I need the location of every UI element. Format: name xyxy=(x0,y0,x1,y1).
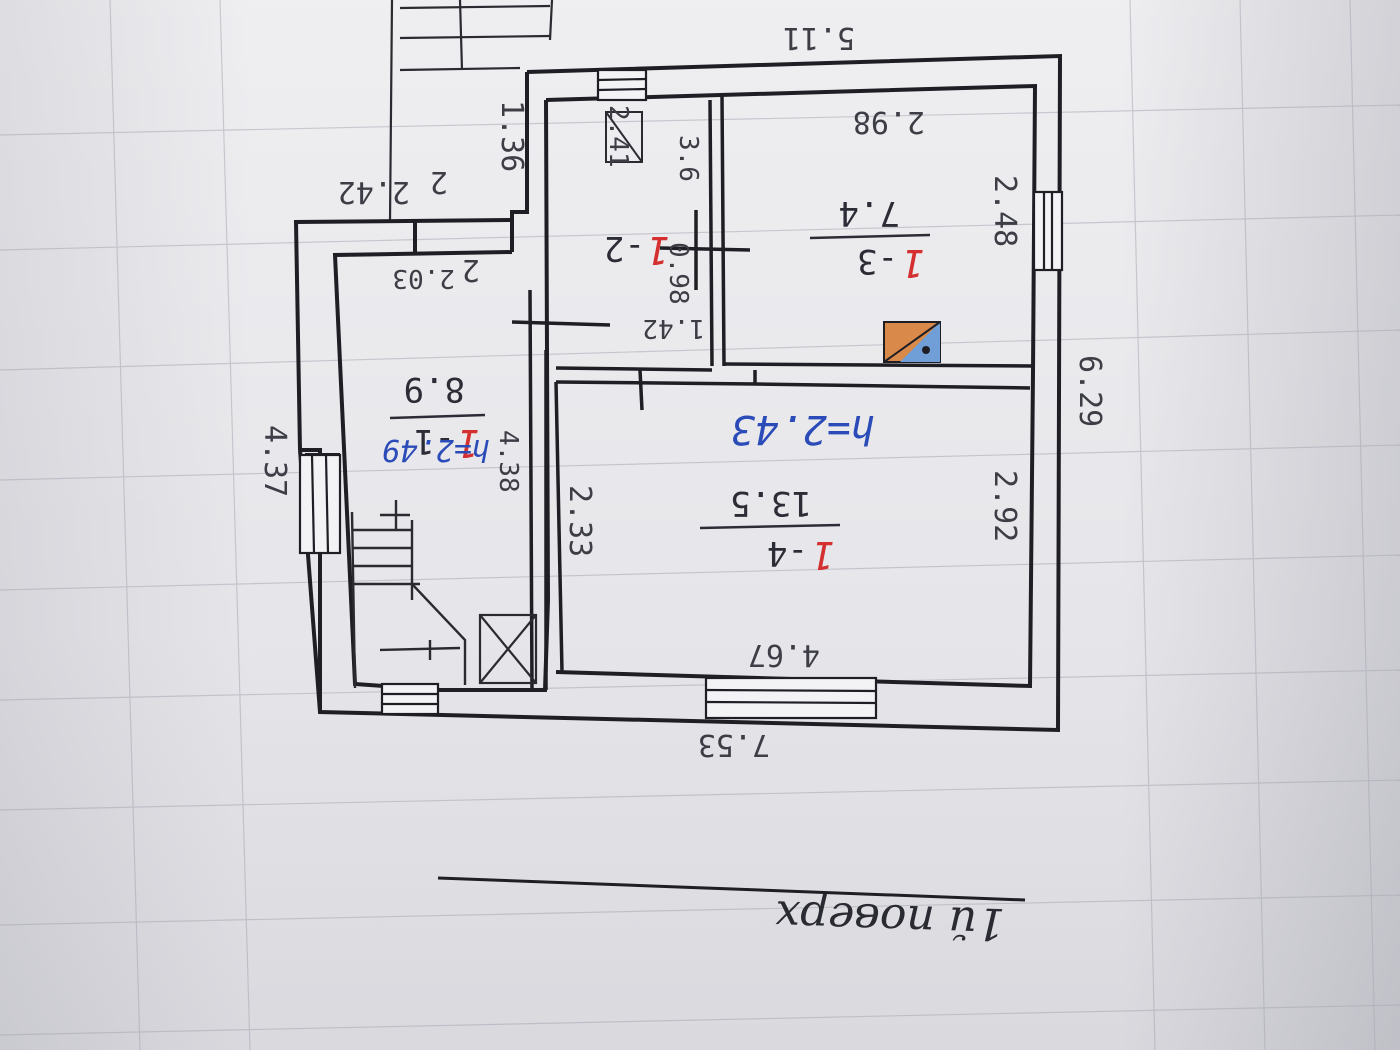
room-1-3-code: -3 xyxy=(857,241,898,281)
room-1-2-area: 3.6 xyxy=(673,135,703,182)
room-1-4-width: 4.67 xyxy=(748,637,820,672)
dim-top: 5.11 xyxy=(783,20,855,55)
main-ceiling-height: h=2.43 xyxy=(731,406,876,452)
room-1-3-label: 1 -3 7.4 xyxy=(809,193,931,285)
dim-top-left: 2.42 xyxy=(338,174,410,209)
room-1-1-height: 4.38 xyxy=(493,430,523,493)
left-ceiling-height: h=2.49 xyxy=(382,432,490,467)
room-1-4-code: -4 xyxy=(767,533,808,573)
room-1-3-prefix: 1 xyxy=(902,241,925,285)
floor-label-underline xyxy=(437,876,1026,902)
partitions xyxy=(511,95,1034,691)
labels: 1 -1 8.9 h=2.49 2.03 4.38 1 -2 1.42 3.6 … xyxy=(257,20,1107,949)
room-1-3-width: 2.98 xyxy=(853,104,925,139)
interior-staircase xyxy=(350,500,467,689)
room-1-2-prefix: 1 xyxy=(647,228,670,272)
dim-left: 4.37 xyxy=(257,425,292,497)
room-1-2-label: 1 -2 xyxy=(604,228,670,272)
room-1-1-prefix: 1 xyxy=(457,421,480,465)
dim-left-upper: 1.36 xyxy=(494,100,529,172)
room-1-2-width: 1.42 xyxy=(642,313,705,343)
floor-label: 1й поверх xyxy=(774,890,1006,949)
windows xyxy=(298,68,1064,720)
dim-right: 6.29 xyxy=(1072,355,1107,427)
room2-markings xyxy=(605,111,643,163)
room-1-4-left: 2.33 xyxy=(562,485,597,557)
entry-stairs xyxy=(388,0,554,223)
heater-symbol xyxy=(883,321,941,363)
room-1-1-label: 1 -1 8.9 xyxy=(389,369,486,465)
dim-partition: 2 xyxy=(462,252,480,287)
room-2-hatch: 2.41 xyxy=(603,105,633,168)
stove-box xyxy=(478,613,538,685)
room-2-width: 0.98 xyxy=(663,242,693,305)
room-1-1-area: 8.9 xyxy=(404,369,465,409)
room-1-2-code: -2 xyxy=(604,228,645,268)
room-1-1-width: 2.03 xyxy=(392,263,455,293)
dim-stair: 2 xyxy=(430,164,448,199)
room-1-4-prefix: 1 xyxy=(812,533,835,577)
room-1-1-code: -1 xyxy=(414,421,455,461)
room-1-4-label: 1 -4 13.5 xyxy=(699,483,841,577)
room-1-4-area: 13.5 xyxy=(730,483,812,523)
dim-bottom: 7.53 xyxy=(698,727,770,762)
room-1-4-right: 2.92 xyxy=(987,470,1022,542)
room-1-3-height: 2.48 xyxy=(987,175,1022,247)
room-1-3-area: 7.4 xyxy=(839,193,900,233)
